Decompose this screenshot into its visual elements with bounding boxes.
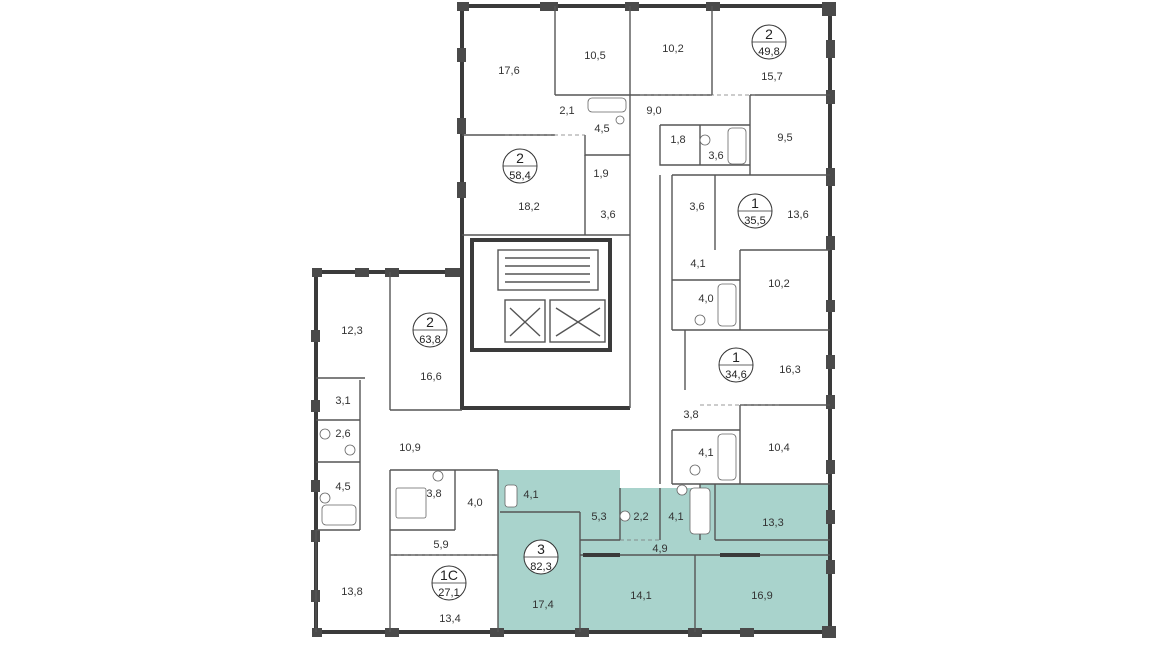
room-area: 4,1 bbox=[668, 511, 683, 523]
apartment-area: 82,3 bbox=[530, 561, 551, 573]
apartment-badge-studio[interactable]: 1С 27,1 bbox=[431, 565, 467, 601]
apartment-area: 58,4 bbox=[509, 170, 530, 182]
apartment-badge-highlighted[interactable]: 3 82,3 bbox=[523, 539, 559, 575]
apartment-rooms: 1С bbox=[440, 567, 458, 583]
room-area: 15,7 bbox=[761, 71, 782, 83]
interior-walls bbox=[315, 6, 830, 632]
room-area: 13,8 bbox=[341, 586, 362, 598]
outer-walls bbox=[311, 2, 836, 638]
room-area: 3,6 bbox=[600, 209, 615, 221]
room-area: 16,9 bbox=[751, 590, 772, 602]
apartment-badge-right-middle[interactable]: 1 34,6 bbox=[718, 347, 754, 383]
room-area: 17,4 bbox=[532, 599, 553, 611]
room-area: 3,8 bbox=[683, 409, 698, 421]
apartment-area: 34,6 bbox=[725, 369, 746, 381]
room-area: 13,4 bbox=[439, 613, 460, 625]
sanitary-fixtures bbox=[319, 97, 747, 535]
room-area: 10,9 bbox=[399, 442, 420, 454]
room-area: 3,6 bbox=[689, 201, 704, 213]
room-area: 3,8 bbox=[426, 488, 441, 500]
room-area: 18,2 bbox=[518, 201, 539, 213]
room-area: 9,5 bbox=[777, 132, 792, 144]
room-area: 9,0 bbox=[646, 105, 661, 117]
apartment-rooms: 1 bbox=[751, 195, 759, 211]
room-area: 4,1 bbox=[523, 489, 538, 501]
room-area: 10,2 bbox=[768, 278, 789, 290]
room-area: 13,3 bbox=[762, 517, 783, 529]
room-area: 4,5 bbox=[594, 123, 609, 135]
room-area: 10,4 bbox=[768, 442, 789, 454]
room-area: 13,6 bbox=[787, 209, 808, 221]
highlighted-apartment-fill bbox=[498, 470, 830, 632]
room-area: 2,2 bbox=[633, 511, 648, 523]
room-area: 16,3 bbox=[779, 364, 800, 376]
apartment-rooms: 1 bbox=[732, 349, 740, 365]
room-area: 3,6 bbox=[708, 150, 723, 162]
apartment-area: 35,5 bbox=[744, 215, 765, 227]
room-area: 4,0 bbox=[698, 293, 713, 305]
room-area: 4,9 bbox=[652, 543, 667, 555]
room-area: 3,1 bbox=[335, 395, 350, 407]
apartment-area: 27,1 bbox=[438, 587, 459, 599]
room-area: 1,8 bbox=[670, 134, 685, 146]
apartment-rooms: 2 bbox=[516, 150, 524, 166]
room-area: 5,3 bbox=[591, 511, 606, 523]
apartment-rooms: 2 bbox=[426, 314, 434, 330]
room-area: 5,9 bbox=[433, 539, 448, 551]
apartment-area: 49,8 bbox=[758, 46, 779, 58]
apartment-badge-top-left[interactable]: 2 58,4 bbox=[502, 148, 538, 184]
apartment-rooms: 3 bbox=[537, 541, 545, 557]
room-area: 4,1 bbox=[690, 258, 705, 270]
room-area: 10,5 bbox=[584, 50, 605, 62]
apartment-badge-top-right[interactable]: 2 49,8 bbox=[751, 24, 787, 60]
apartment-badge-left-wing[interactable]: 2 63,8 bbox=[412, 312, 448, 348]
room-area: 12,3 bbox=[341, 325, 362, 337]
room-area: 14,1 bbox=[630, 590, 651, 602]
apartment-badge-right-upper[interactable]: 1 35,5 bbox=[737, 193, 773, 229]
room-area: 16,6 bbox=[420, 371, 441, 383]
room-area: 4,5 bbox=[335, 481, 350, 493]
room-area: 2,6 bbox=[335, 428, 350, 440]
room-area: 4,0 bbox=[467, 497, 482, 509]
apartment-rooms: 2 bbox=[765, 26, 773, 42]
room-area-labels: 17,6 10,5 10,2 15,7 2,1 4,5 9,0 1,8 3,6 … bbox=[335, 43, 808, 625]
room-area: 10,2 bbox=[662, 43, 683, 55]
room-area: 4,1 bbox=[698, 447, 713, 459]
apartment-area: 63,8 bbox=[419, 334, 440, 346]
room-area: 17,6 bbox=[498, 65, 519, 77]
room-area: 1,9 bbox=[593, 168, 608, 180]
room-area: 2,1 bbox=[559, 105, 574, 117]
dashed-separators bbox=[390, 94, 780, 556]
